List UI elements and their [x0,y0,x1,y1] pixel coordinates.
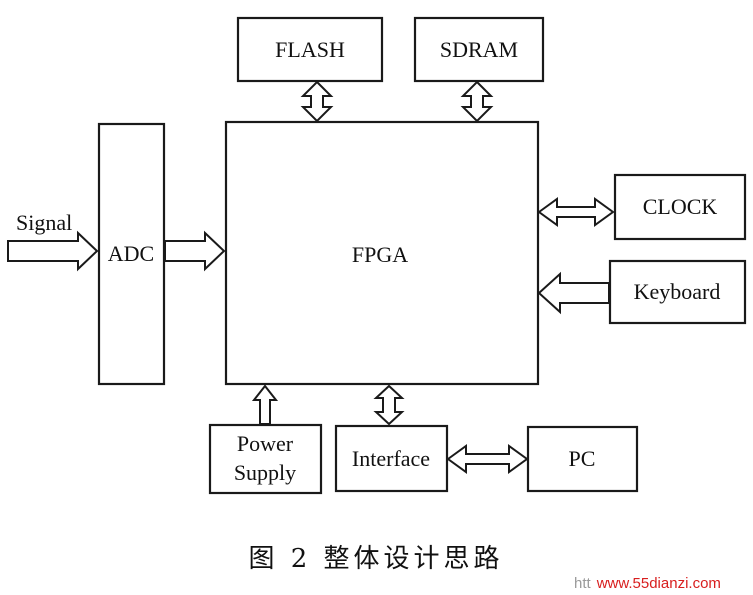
keyboard-to-fpga-arrow [537,271,610,315]
signal-input-arrow [7,230,99,272]
flash-block [236,16,384,83]
keyboard-label: Keyboard [634,279,721,304]
sdram-block [413,16,545,83]
interface-label: Interface [352,446,430,471]
fpga-clock-double-arrow [537,197,615,227]
flash-label: FLASH [275,37,345,62]
watermark-site: www.55dianzi.com [596,575,721,592]
adc-to-fpga-arrow [164,230,226,272]
signal-label: Signal [16,210,72,235]
power-supply-label-line1: Power [237,431,294,456]
figure-caption: 图 2 整体设计思路 [248,544,503,574]
adc-label: ADC [108,241,154,266]
pc-label: PC [569,446,596,471]
fpga-interface-double-arrow [373,384,405,426]
sdram-label: SDRAM [440,37,518,62]
adc-block [97,122,166,386]
power-supply-block [208,423,323,495]
clock-block [613,173,747,241]
clock-label: CLOCK [643,194,718,219]
watermark-prefix: htt [574,575,592,592]
power-supply-label-line2: Supply [234,460,296,485]
interface-pc-double-arrow [446,444,529,474]
fpga-label: FPGA [352,242,408,267]
fpga-block [224,120,540,386]
sdram-fpga-double-arrow [460,80,494,123]
power-to-fpga-arrow [251,384,279,425]
flash-fpga-double-arrow [300,80,334,123]
interface-block [334,424,449,493]
